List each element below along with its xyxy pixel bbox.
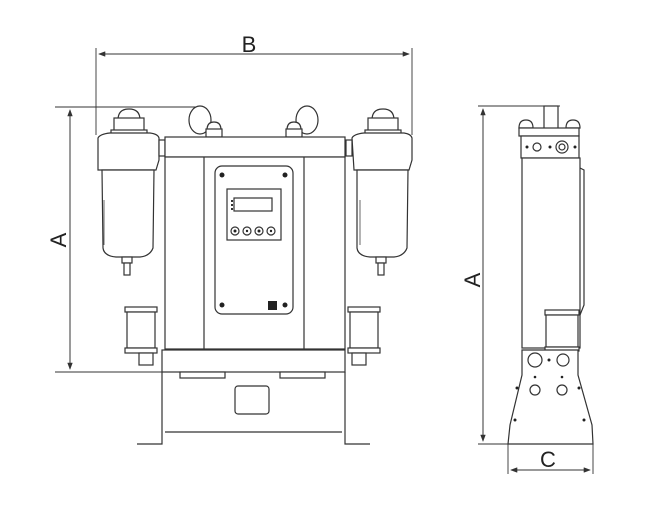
side-body	[507, 105, 594, 445]
right-filter	[345, 108, 413, 276]
drain-units	[124, 306, 381, 366]
screw-icon	[282, 172, 288, 178]
stand	[137, 349, 370, 445]
dimension-b: B	[95, 32, 413, 135]
dimension-a-side: A	[460, 105, 560, 445]
dimension-a-front: A	[46, 106, 200, 373]
dimension-a-side-label: A	[460, 272, 485, 287]
side-view: A C	[460, 105, 594, 474]
dimension-c: C	[507, 444, 594, 474]
screw-icon	[219, 302, 225, 308]
control-panel	[214, 165, 294, 315]
front-view: B A	[46, 32, 413, 445]
gauges	[188, 105, 319, 138]
left-filter	[97, 108, 166, 276]
dimension-c-label: C	[540, 447, 556, 472]
dimension-b-label: B	[242, 32, 257, 57]
screw-icon	[219, 172, 225, 178]
dimension-a-front-label: A	[46, 232, 71, 247]
controller-display	[233, 197, 273, 212]
warning-label-icon	[268, 301, 277, 310]
screw-icon	[282, 302, 288, 308]
